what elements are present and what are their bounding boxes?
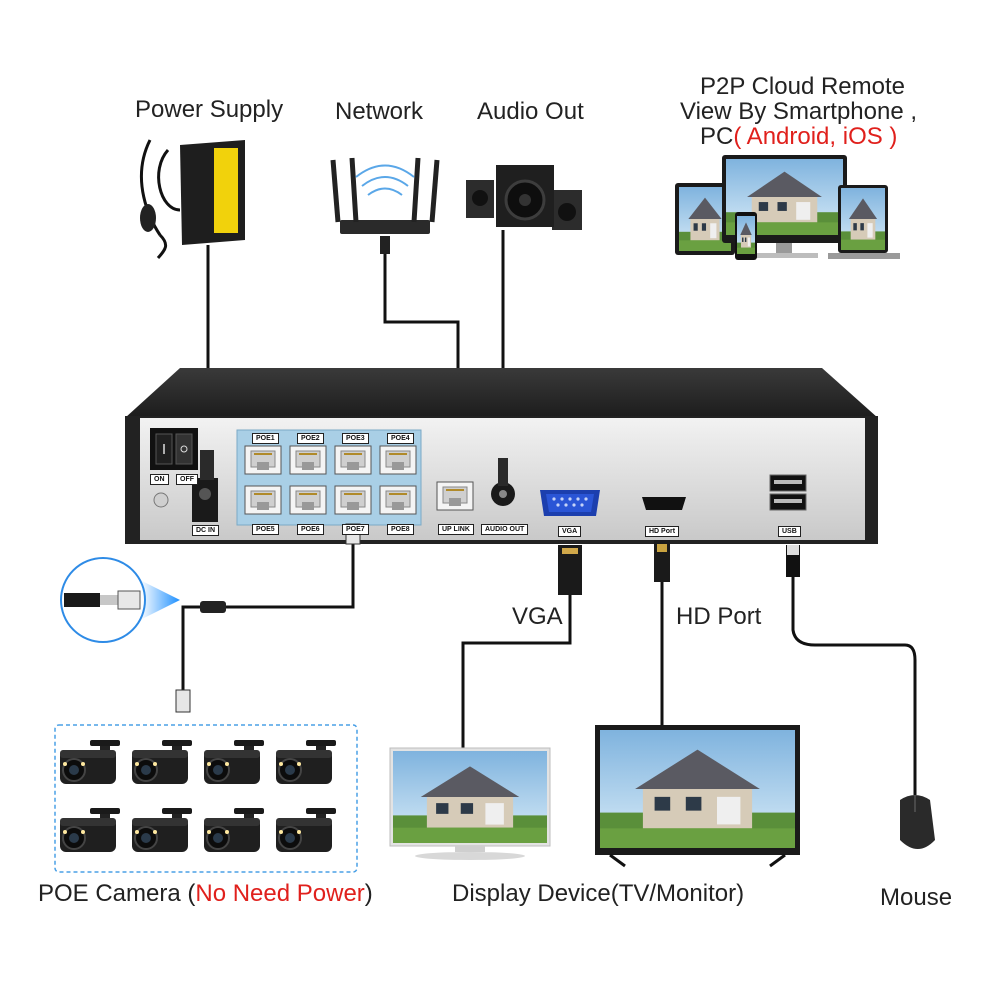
power-supply-label: Power Supply xyxy=(135,96,284,123)
p2p-platforms: ( Android, iOS ) xyxy=(733,123,898,150)
poe7-label: POE7 xyxy=(342,524,369,535)
poe5-label: POE5 xyxy=(252,524,279,535)
usb-port-label: USB xyxy=(778,526,801,537)
poe2-label: POE2 xyxy=(297,433,324,444)
speakers xyxy=(466,165,582,462)
switch-on-label: ON xyxy=(150,474,169,485)
audio-out-port-label: AUDIO OUT xyxy=(481,524,529,535)
hd-port-label: HD Port xyxy=(676,603,762,630)
poe8-label: POE8 xyxy=(387,524,414,535)
cable-connectors xyxy=(175,523,800,713)
poe-camera-label: POE Camera (No Need Power) xyxy=(38,880,373,907)
mouse-device xyxy=(900,795,935,849)
poe6-label: POE6 xyxy=(297,524,324,535)
camera-group-frame xyxy=(54,724,358,873)
p2p-label-line3: PC( Android, iOS ) xyxy=(700,123,898,150)
vga-port-label: VGA xyxy=(558,526,582,537)
network-label: Network xyxy=(335,98,424,125)
p2p-label-line2: View By Smartphone , xyxy=(680,98,918,125)
hd-port-port-label: HD Port xyxy=(645,526,680,537)
mouse-label: Mouse xyxy=(880,884,953,911)
monitor-vga xyxy=(389,747,551,860)
display-device-label: Display Device(TV/Monitor) xyxy=(452,880,745,907)
poe-cameras xyxy=(59,739,337,853)
audio-out-label: Audio Out xyxy=(477,98,584,125)
p2p-label-line1: P2P Cloud Remote xyxy=(700,73,906,100)
uplink-label: UP LINK xyxy=(438,524,474,535)
monitor-hd xyxy=(595,725,800,868)
dc-in-label: DC IN xyxy=(192,525,220,536)
rj45-zoom-callout xyxy=(60,557,180,643)
switch-off-label: OFF xyxy=(176,474,198,485)
cables-bottom xyxy=(181,540,917,795)
nvr-recorder xyxy=(125,368,878,544)
rear-ports xyxy=(491,458,807,516)
poe3-label: POE3 xyxy=(342,433,369,444)
p2p-devices xyxy=(675,155,900,260)
poe4-label: POE4 xyxy=(387,433,414,444)
poe1-label: POE1 xyxy=(252,433,279,444)
no-need-power-note: No Need Power xyxy=(195,880,365,907)
vga-label: VGA xyxy=(512,603,563,630)
